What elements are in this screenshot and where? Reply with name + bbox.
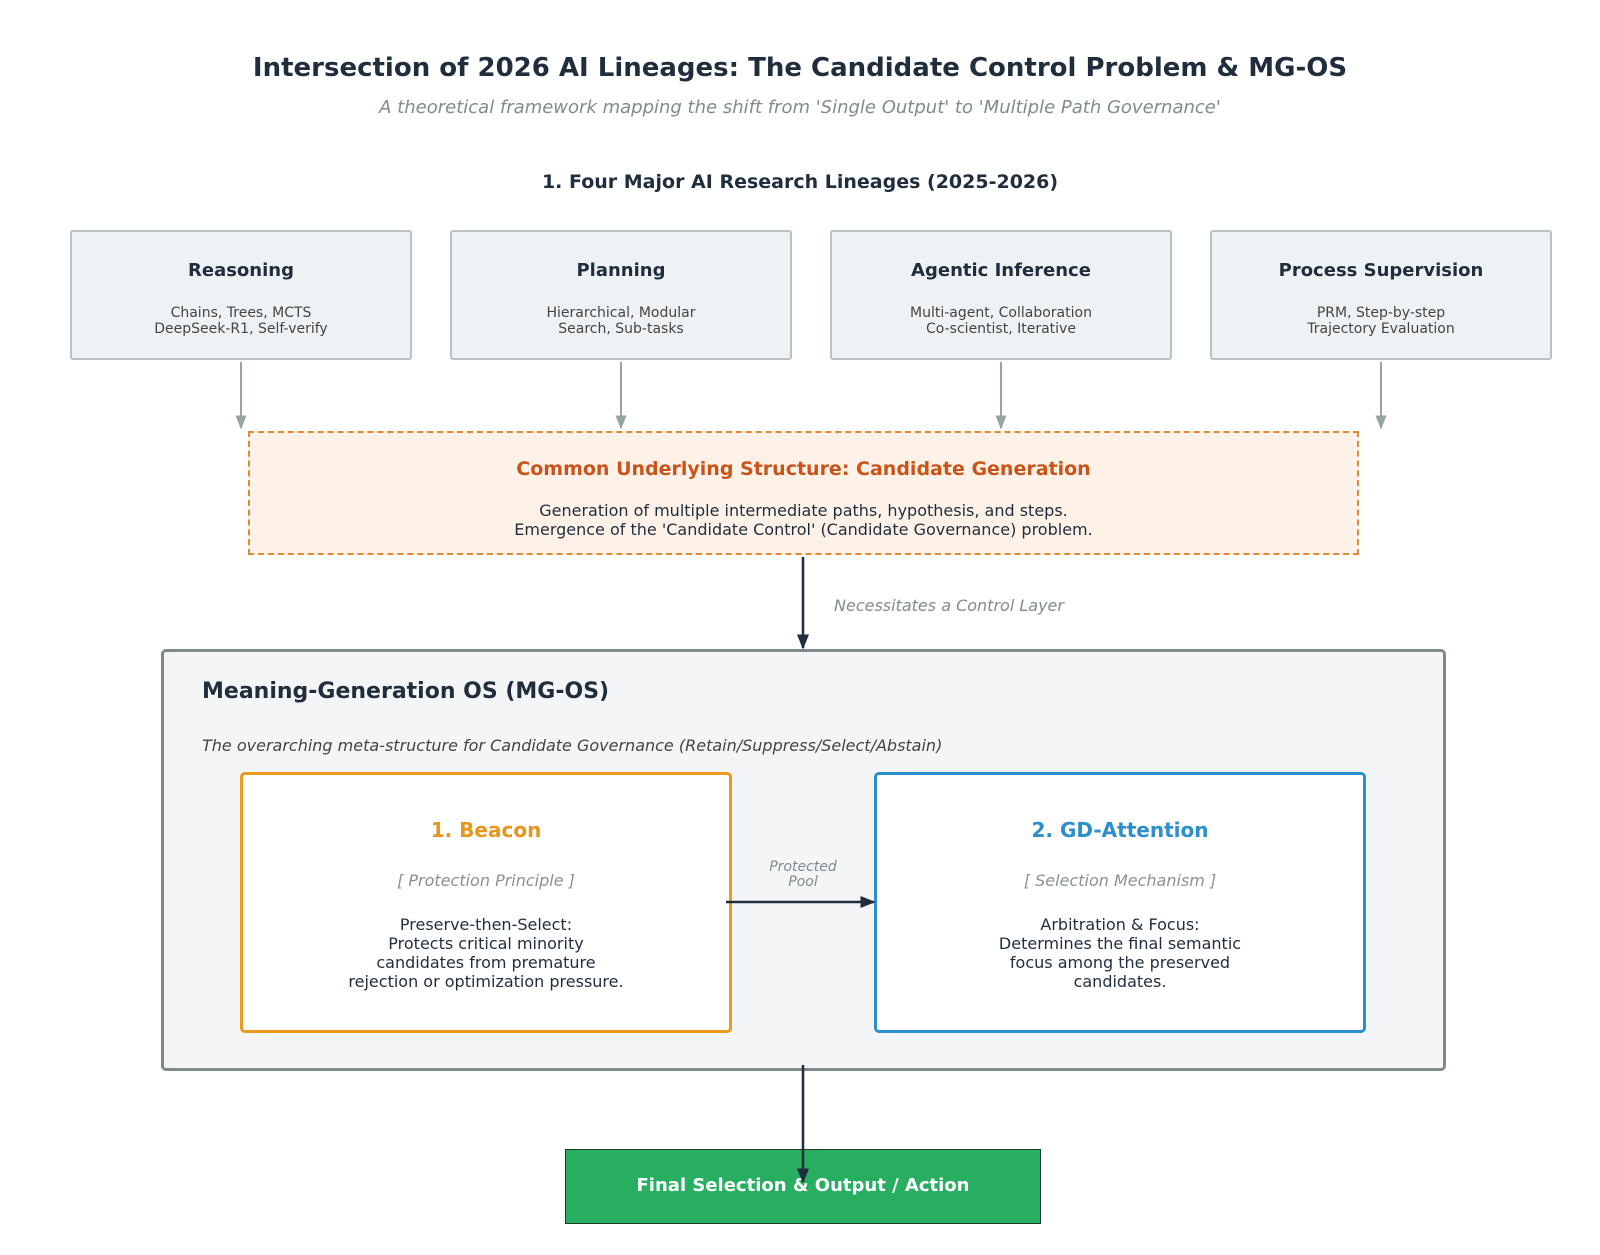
lineage-title: Planning	[576, 260, 666, 281]
lineage-desc: Hierarchical, Modular Search, Sub-tasks	[546, 305, 696, 337]
lineage-desc: Multi-agent, Collaboration Co-scientist,…	[910, 305, 1092, 337]
lineage-title: Agentic Inference	[911, 260, 1091, 281]
lineage-title: Process Supervision	[1278, 260, 1484, 281]
gd-attention-desc: Arbitration & Focus: Determines the fina…	[998, 915, 1242, 991]
lineages-heading: 1. Four Major AI Research Lineages (2025…	[541, 171, 1059, 193]
mgos-desc: The overarching meta-structure for Candi…	[202, 736, 943, 755]
lineage-desc: Chains, Trees, MCTS DeepSeek-R1, Self-ve…	[154, 305, 328, 337]
beacon-desc: Preserve-then-Select: Protects critical …	[348, 915, 624, 991]
protected-pool-label: Protected Pool	[769, 859, 837, 890]
gd-attention-title: 2. GD-Attention	[1031, 818, 1209, 842]
common-structure-box: Common Underlying Structure: Candidate G…	[248, 431, 1359, 555]
diagram-title: Intersection of 2026 AI Lineages: The Ca…	[252, 53, 1348, 83]
gd-attention-role: [ Selection Mechanism ]	[1023, 871, 1217, 890]
beacon-box: 1. Beacon [ Protection Principle ] Prese…	[240, 772, 732, 1033]
lineage-box-agentic-inference: Agentic Inference Multi-agent, Collabora…	[830, 230, 1172, 360]
common-structure-desc: Generation of multiple intermediate path…	[514, 501, 1093, 539]
mgos-title: Meaning-Generation OS (MG-OS)	[202, 679, 610, 704]
lineage-box-process-supervision: Process Supervision PRM, Step-by-step Tr…	[1210, 230, 1552, 360]
lineage-box-reasoning: Reasoning Chains, Trees, MCTS DeepSeek-R…	[70, 230, 412, 360]
gd-attention-box: 2. GD-Attention [ Selection Mechanism ] …	[874, 772, 1366, 1033]
diagram-subtitle: A theoretical framework mapping the shif…	[379, 97, 1221, 118]
lineage-box-planning: Planning Hierarchical, Modular Search, S…	[450, 230, 792, 360]
common-structure-title: Common Underlying Structure: Candidate G…	[516, 458, 1091, 480]
lineage-desc: PRM, Step-by-step Trajectory Evaluation	[1307, 305, 1455, 337]
control-layer-label: Necessitates a Control Layer	[834, 596, 1064, 615]
lineage-title: Reasoning	[188, 260, 294, 281]
beacon-title: 1. Beacon	[430, 818, 542, 842]
beacon-role: [ Protection Principle ]	[397, 871, 575, 890]
final-output-label: Final Selection & Output / Action	[636, 1175, 970, 1196]
